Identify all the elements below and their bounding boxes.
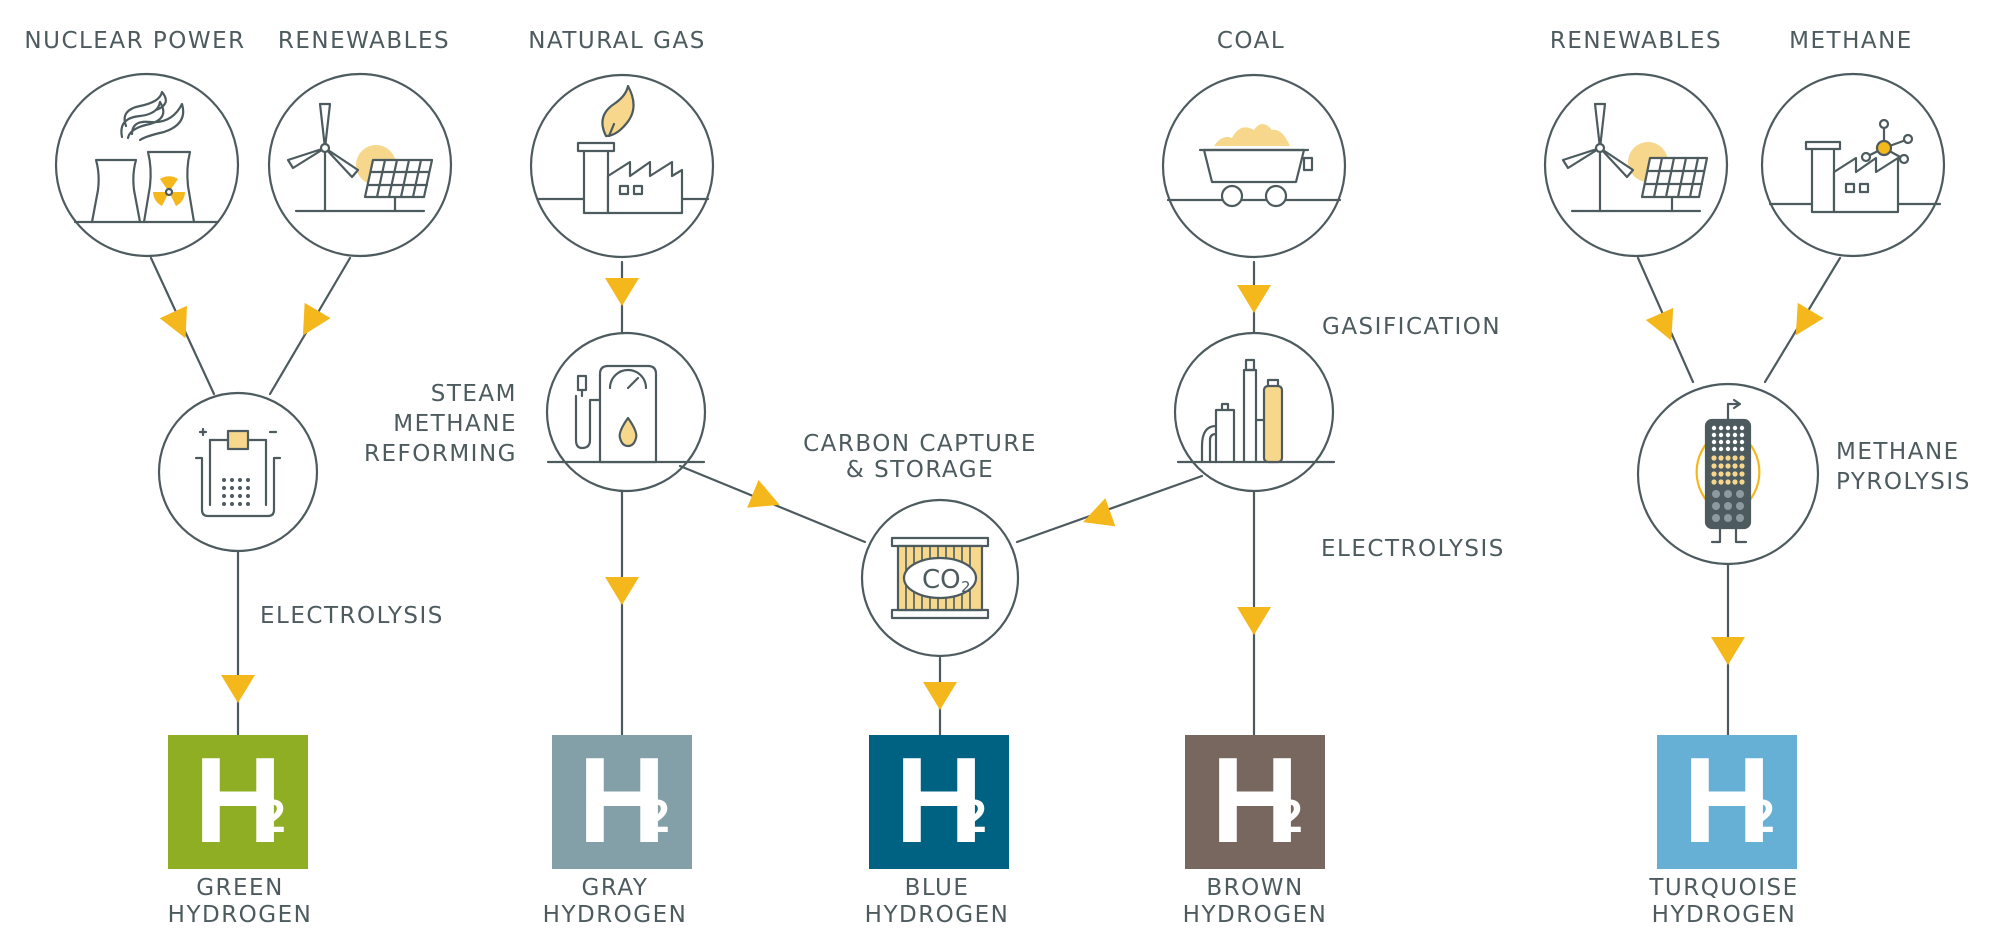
bubbles-icon — [222, 478, 250, 506]
coal-cart-icon — [1166, 124, 1342, 208]
hydrogen-label-blue: BLUE HYDROGEN — [864, 875, 1010, 928]
source-label-nuclear: NUCLEAR POWER — [24, 28, 246, 54]
steam-methane-reforming-node — [545, 331, 707, 493]
arrow-electrolysis-brown — [1237, 607, 1271, 635]
methane-node — [1760, 72, 1946, 258]
source-label-renewables-2: RENEWABLES — [1549, 28, 1723, 54]
arrow-coal — [1237, 285, 1271, 313]
wind-solar-icon — [1561, 102, 1709, 213]
arrow-renewables-2 — [1645, 307, 1674, 341]
refinery-icon — [1176, 358, 1336, 464]
process-label-pyrolysis: METHANE PYROLYSIS — [1836, 439, 1971, 495]
renewables-node-1 — [267, 72, 453, 258]
h2-subscript: 2 — [1749, 790, 1775, 842]
hydrogen-label-brown: BROWN HYDROGEN — [1182, 875, 1328, 928]
arrow-smr-gray — [605, 577, 639, 605]
arrow-renewables-1 — [302, 302, 331, 336]
h2-subscript: 2 — [1277, 790, 1303, 842]
flow-arrows — [159, 278, 1824, 710]
h2-subscript: 2 — [260, 790, 286, 842]
arrow-ccs-blue — [923, 682, 957, 710]
hydrogen-label-green: GREEN HYDROGEN — [167, 875, 313, 928]
nuclear-power-node — [54, 72, 240, 258]
methane-pyrolysis-node — [1636, 382, 1820, 566]
process-label-smr: STEAM METHANE REFORMING — [364, 381, 517, 467]
process-label-gasification: GASIFICATION — [1322, 314, 1502, 340]
arrow-pyrolysis-turquoise — [1711, 637, 1745, 665]
arrow-methane — [1795, 302, 1824, 336]
h2-symbol: H — [1683, 732, 1772, 868]
methane-factory-icon — [1768, 118, 1942, 214]
h2-symbol: H — [578, 732, 667, 868]
process-label-electrolysis-brown: ELECTROLYSIS — [1321, 536, 1505, 562]
renewables-node-2 — [1543, 72, 1729, 258]
connector-lines — [149, 256, 1842, 737]
arrow-gasification-ccs — [1083, 498, 1116, 527]
electrolysis-cell-icon — [194, 427, 282, 518]
electrolysis-node — [157, 391, 319, 553]
source-label-coal: COAL — [1216, 28, 1286, 54]
radiation-icon — [153, 176, 185, 206]
h2-subscript: 2 — [644, 790, 670, 842]
coal-node — [1161, 73, 1347, 259]
arrow-smr-ccs — [747, 479, 780, 508]
arrow-nuclear — [159, 305, 188, 339]
source-label-natural-gas: NATURAL GAS — [528, 28, 706, 54]
carbon-capture-node — [860, 498, 1020, 658]
source-label-methane: METHANE — [1789, 28, 1913, 54]
h2-symbol: H — [194, 732, 283, 868]
factory-icon — [536, 84, 710, 215]
pyrolysis-reactor-icon — [1695, 398, 1761, 544]
co2-storage-icon — [890, 536, 990, 620]
reactor-dots-icon — [1711, 425, 1745, 452]
h2-subscript: 2 — [961, 790, 987, 842]
hydrogen-label-gray: GRAY HYDROGEN — [542, 875, 688, 928]
co2-label: CO — [922, 565, 961, 595]
fuel-pump-icon — [546, 364, 706, 464]
hydrogen-label-turquoise: TURQUOISE HYDROGEN — [1649, 875, 1799, 928]
h2-symbol: H — [1211, 732, 1300, 868]
process-label-electrolysis-green: ELECTROLYSIS — [260, 603, 444, 629]
wind-solar-icon — [286, 102, 434, 213]
natural-gas-node — [529, 73, 715, 259]
nuclear-plant-icon — [73, 90, 220, 224]
co2-subscript: 2 — [961, 578, 971, 596]
process-label-ccs: CARBON CAPTURE & STORAGE — [803, 431, 1037, 483]
h2-symbol: H — [895, 732, 984, 868]
source-label-renewables-1: RENEWABLES — [277, 28, 451, 54]
gasification-node — [1173, 331, 1336, 493]
arrow-electrolysis-green — [221, 675, 255, 703]
arrow-natural-gas — [605, 278, 639, 306]
